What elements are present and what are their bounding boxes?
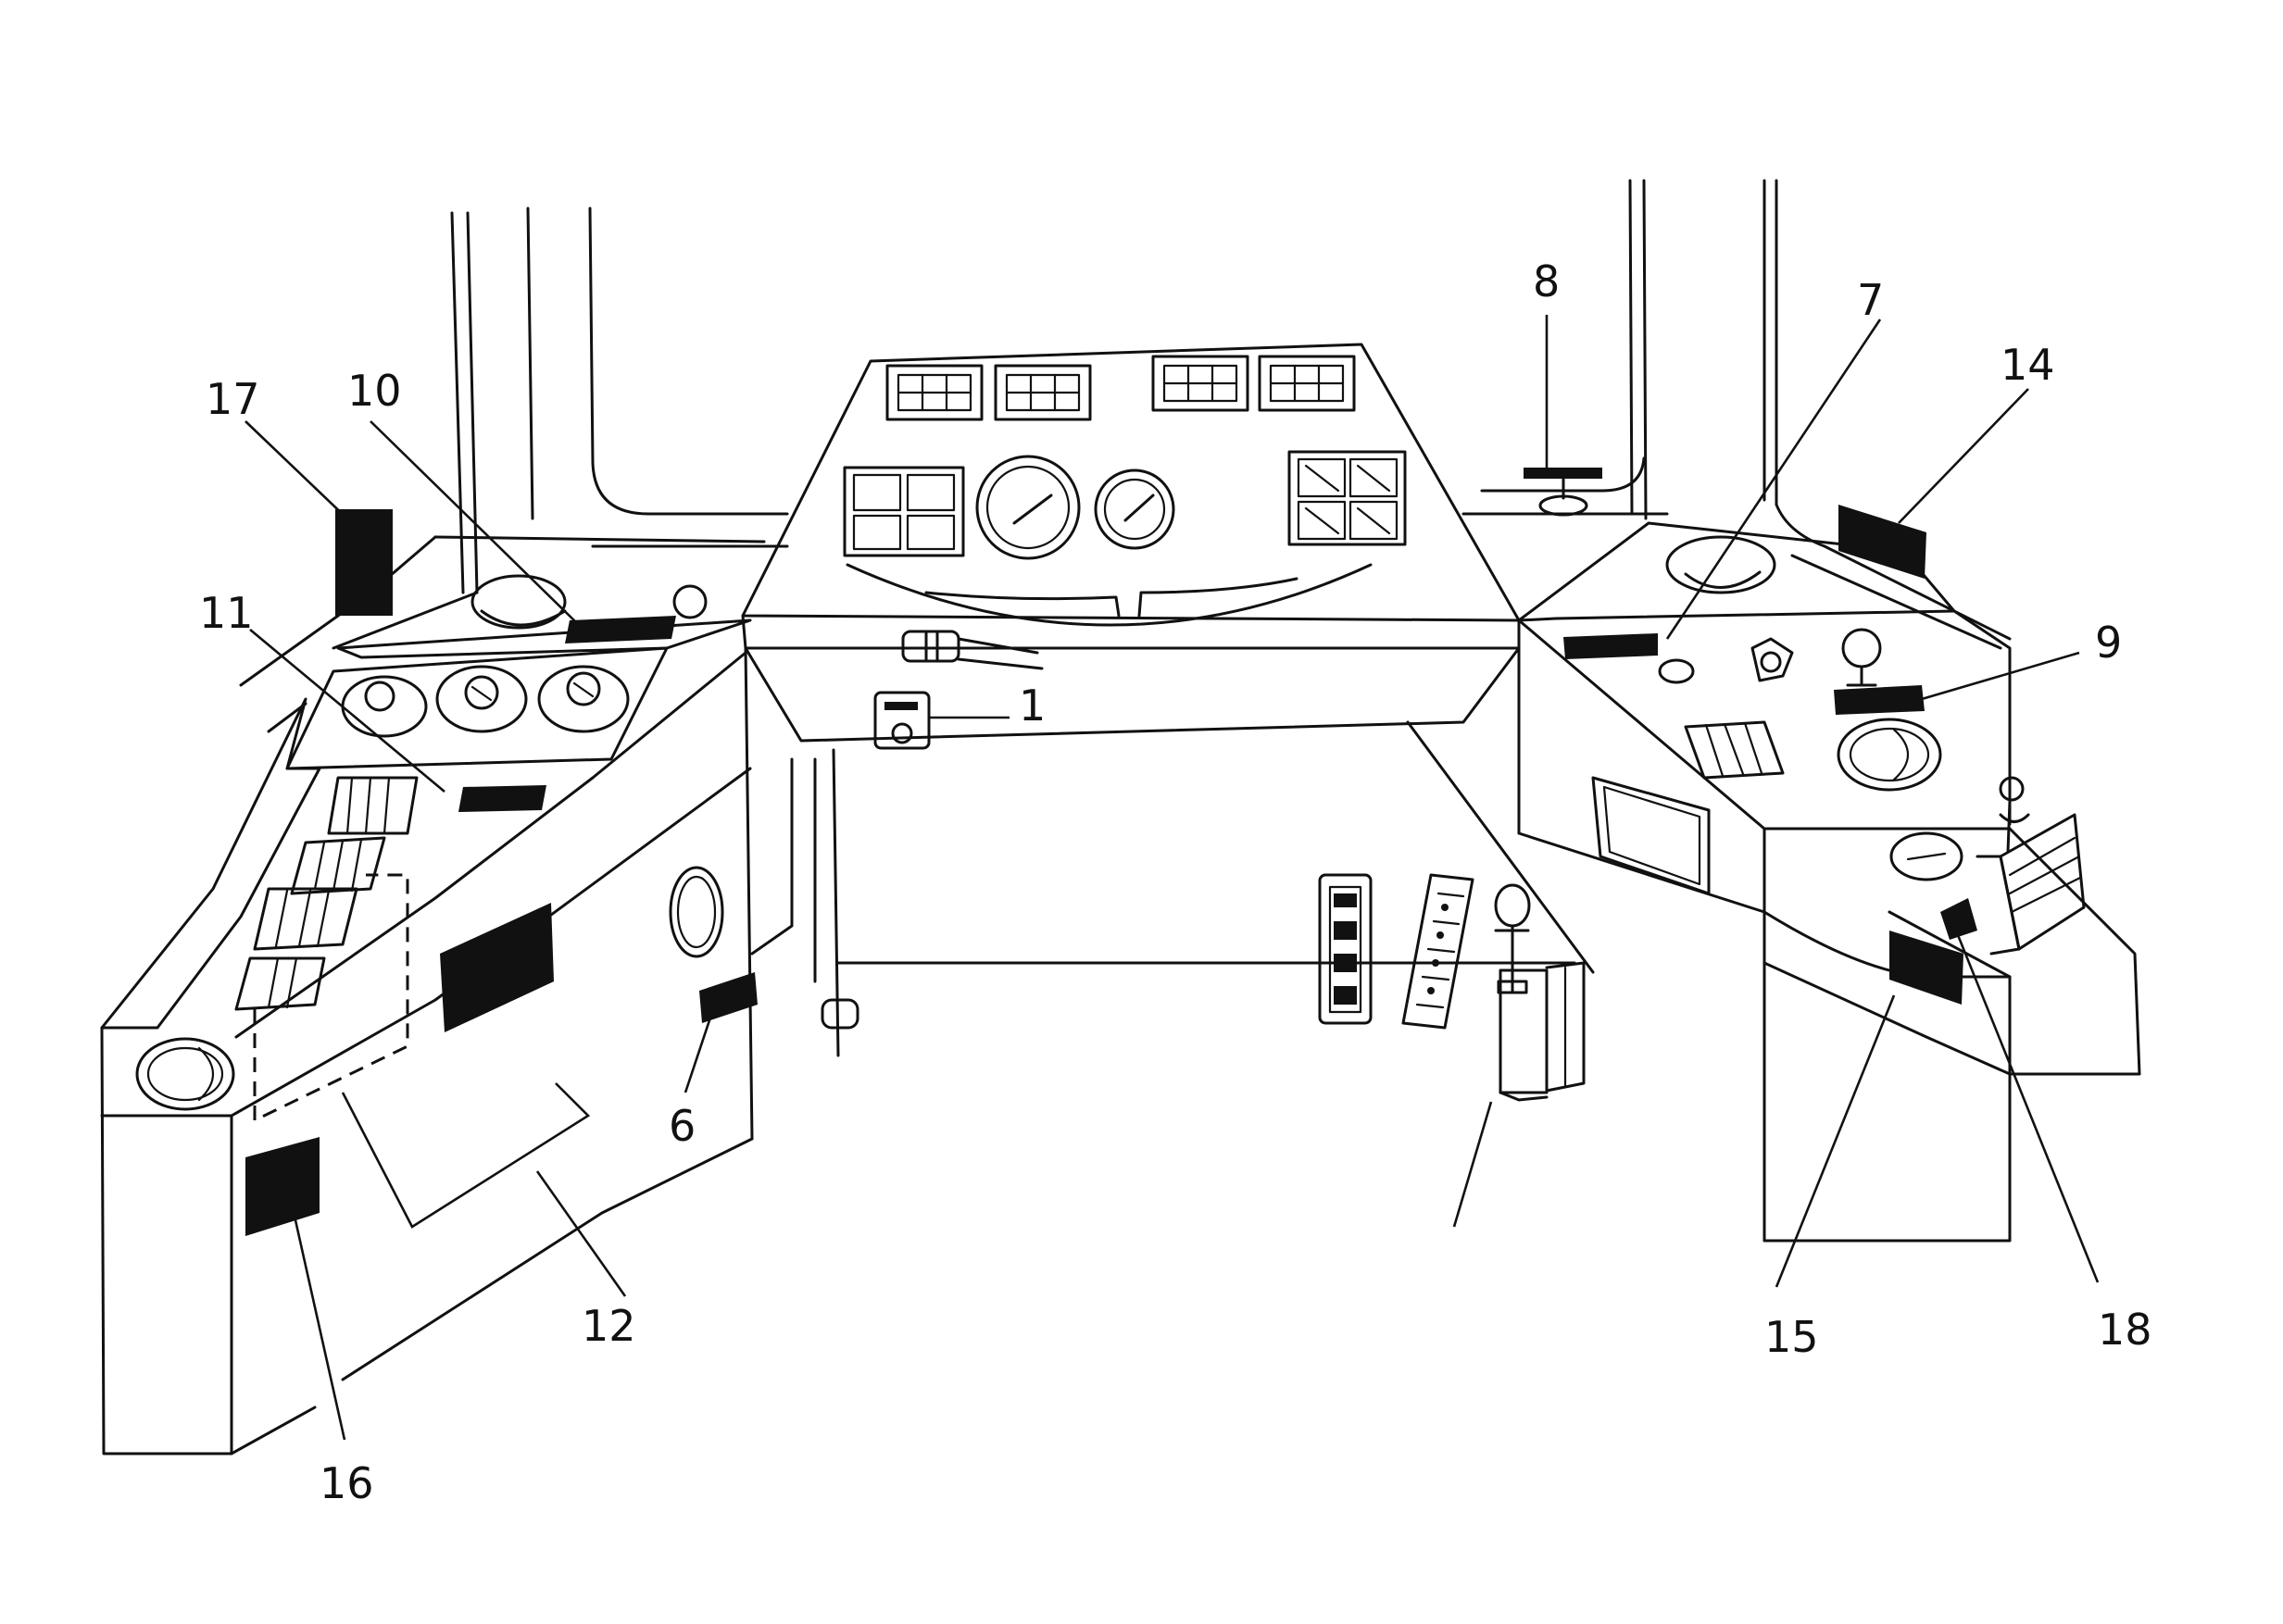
floor-switch bbox=[821, 998, 859, 1030]
right-console bbox=[1517, 505, 2141, 1243]
decal-12 bbox=[440, 903, 554, 1032]
callout-6: 6 bbox=[669, 1101, 696, 1151]
right-knob-2 bbox=[1750, 637, 1794, 682]
gear-lever bbox=[1494, 883, 1586, 1102]
warning-light-panels bbox=[885, 355, 1356, 421]
cup-holder bbox=[135, 1037, 235, 1111]
callout-17: 17 bbox=[206, 374, 260, 424]
decal-16 bbox=[245, 1137, 320, 1236]
vent-left bbox=[669, 866, 724, 958]
callout-16: 16 bbox=[320, 1458, 374, 1508]
steering-wheel-rim bbox=[846, 563, 1373, 627]
left-console bbox=[100, 509, 766, 1455]
joystick-control bbox=[1976, 776, 2086, 956]
callout-7: 7 bbox=[1857, 275, 1884, 325]
callout-18: 18 bbox=[2098, 1305, 2152, 1355]
gauge-cluster-left bbox=[843, 466, 965, 557]
callout-12: 12 bbox=[582, 1301, 636, 1351]
steering-column bbox=[901, 630, 1044, 670]
decal-7 bbox=[1563, 633, 1658, 659]
accelerator-pedal bbox=[1401, 873, 1474, 1030]
decal-10 bbox=[565, 616, 676, 643]
right-small-round bbox=[1889, 831, 1963, 881]
control-knob-row bbox=[285, 646, 669, 770]
right-dial bbox=[1665, 535, 1776, 594]
callout-15: 15 bbox=[1764, 1312, 1819, 1362]
gauge-cluster-right bbox=[1287, 450, 1407, 546]
ignition-switch bbox=[873, 691, 931, 750]
leader-lines bbox=[245, 315, 2100, 1441]
decal-15 bbox=[1889, 931, 1963, 1005]
left-cabinet bbox=[100, 767, 754, 1455]
left-dial bbox=[470, 574, 567, 630]
decal-18 bbox=[1940, 898, 1977, 940]
callout-11: 11 bbox=[199, 588, 254, 638]
right-switch-bank bbox=[1684, 720, 1785, 780]
callout-8: 8 bbox=[1533, 256, 1560, 306]
decal-14 bbox=[1838, 505, 1926, 579]
callout-labels: 1 6 7 8 9 10 11 12 14 15 16 17 18 bbox=[199, 256, 2152, 1508]
cab-frame bbox=[332, 179, 2012, 650]
left-small-knob bbox=[672, 584, 708, 619]
right-round-vent bbox=[1837, 718, 1942, 792]
center-instrument-console bbox=[741, 343, 1521, 750]
left-switch-bank bbox=[234, 776, 419, 1011]
decal-9 bbox=[1834, 685, 1925, 715]
decal-17 bbox=[335, 509, 393, 616]
center-pedestal bbox=[744, 646, 1595, 1141]
right-access-panel bbox=[1591, 776, 1711, 895]
decal-6 bbox=[699, 972, 758, 1023]
brake-pedal bbox=[1318, 873, 1373, 1025]
rear-view-mirror bbox=[1524, 468, 1602, 517]
pressure-gauge bbox=[1094, 468, 1175, 550]
callout-14: 14 bbox=[2001, 340, 2055, 390]
right-knob-1 bbox=[1658, 658, 1695, 684]
callout-9: 9 bbox=[2095, 618, 2122, 668]
callout-10: 10 bbox=[347, 366, 402, 416]
pedals bbox=[1318, 873, 1586, 1102]
speedometer-gauge bbox=[975, 455, 1081, 560]
decal-11 bbox=[458, 785, 546, 812]
callout-1: 1 bbox=[1019, 681, 1046, 731]
right-knob-3 bbox=[1841, 628, 1882, 668]
